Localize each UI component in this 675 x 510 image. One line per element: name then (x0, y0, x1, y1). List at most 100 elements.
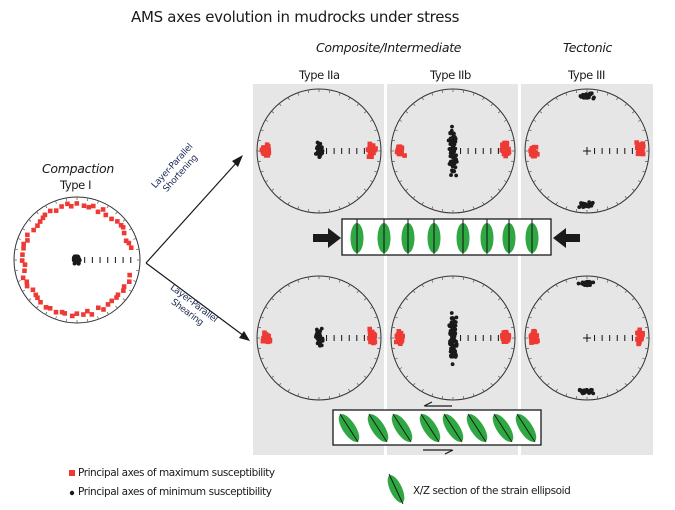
max-axis-point (263, 338, 269, 344)
min-axis-point (451, 147, 456, 152)
max-axis-point (369, 154, 374, 159)
max-axis-point (105, 302, 111, 307)
tick-mark (606, 92, 609, 96)
tick-mark (136, 270, 140, 272)
tick-mark (596, 396, 599, 400)
tick-mark (128, 289, 132, 292)
tick-mark (265, 119, 269, 122)
max-axis-point (24, 279, 30, 285)
tick-mark (511, 326, 515, 329)
tick-mark (405, 297, 409, 301)
min-axis-point (315, 146, 320, 151)
min-axis-point (454, 343, 459, 348)
max-axis-point (399, 333, 405, 339)
tick-mark (525, 160, 529, 163)
tick-mark (369, 180, 373, 183)
ellipse-axis (467, 413, 487, 443)
tick-mark (287, 388, 290, 392)
min-axis-point (446, 138, 451, 143)
max-axis-point (503, 339, 508, 344)
tick-mark (405, 188, 409, 192)
tick-mark (412, 290, 416, 294)
max-axis-point (89, 312, 95, 317)
figure-title: AMS axes evolution in mudrocks under str… (131, 8, 460, 26)
tick-mark (307, 209, 310, 213)
tick-mark (497, 297, 501, 301)
tick-mark (555, 388, 558, 392)
tick-mark (616, 284, 619, 288)
max-axis-point (21, 245, 26, 251)
tick-mark (260, 129, 264, 132)
tick-mark (431, 279, 434, 283)
tick-mark (539, 188, 543, 192)
tick-mark (122, 298, 126, 301)
ellipse-axis (420, 413, 440, 443)
tick-mark (431, 393, 434, 397)
tick-mark (490, 382, 494, 386)
tick-mark (363, 375, 367, 379)
max-axis-point (109, 298, 114, 304)
max-axis-point (74, 201, 80, 206)
tick-mark (624, 290, 628, 294)
tick-mark (441, 396, 444, 400)
max-axes (19, 201, 134, 319)
tick-mark (399, 367, 403, 370)
min-axis-point (451, 160, 456, 165)
max-axis-point (639, 333, 644, 339)
tick-mark (525, 347, 529, 350)
min-axis-point (454, 339, 459, 344)
tick-mark (356, 290, 360, 294)
tick-mark (606, 279, 609, 283)
max-axis-point (31, 227, 36, 233)
max-axis-point (114, 295, 119, 300)
min-axis-point (318, 149, 323, 154)
tick-mark (539, 110, 543, 114)
min-axis-point (584, 203, 589, 208)
tick-mark (533, 367, 537, 370)
tick-mark (596, 209, 599, 213)
min-axis-point (584, 280, 588, 285)
min-axis-point (576, 281, 581, 286)
tick-marks (525, 89, 649, 213)
tick-mark (637, 367, 641, 370)
max-axis-point (635, 330, 640, 336)
min-axis-point (453, 352, 458, 356)
max-axis-point (501, 330, 507, 335)
tick-mark (645, 347, 649, 350)
ellipse-axis (516, 413, 536, 443)
min-axis-point (450, 324, 455, 329)
tick-mark (17, 280, 21, 282)
tick-mark (616, 388, 619, 392)
max-axis-point (38, 299, 43, 305)
tick-mark (508, 129, 512, 132)
stereonet-type-iia-shortening (256, 88, 382, 214)
max-axis-point (109, 216, 114, 222)
tick-mark (65, 197, 67, 201)
max-axis-point (43, 305, 49, 310)
tick-mark (106, 311, 109, 315)
tick-mark (133, 280, 137, 282)
max-axis-point (21, 241, 26, 247)
min-axis-point (588, 283, 592, 287)
tick-mark (28, 298, 32, 301)
tick-mark (405, 375, 409, 379)
ellipse-axis (339, 413, 359, 443)
max-axis-point (121, 284, 127, 289)
min-axis-point (453, 165, 458, 170)
tick-mark (565, 92, 568, 96)
tick-mark (271, 110, 275, 114)
tick-mark (391, 139, 395, 142)
tick-mark (55, 200, 57, 204)
tick-mark (87, 197, 89, 201)
tick-mark (328, 89, 331, 93)
tick-mark (462, 276, 465, 280)
tick-marks (257, 89, 381, 213)
ellipse-axis (493, 413, 513, 443)
tick-mark (575, 209, 578, 213)
tick-mark (377, 160, 381, 163)
max-axes (260, 326, 378, 346)
tick-mark (22, 228, 26, 231)
tick-mark (363, 297, 367, 301)
tick-mark (490, 103, 494, 107)
type-label-iib: Type IIb (430, 68, 471, 82)
